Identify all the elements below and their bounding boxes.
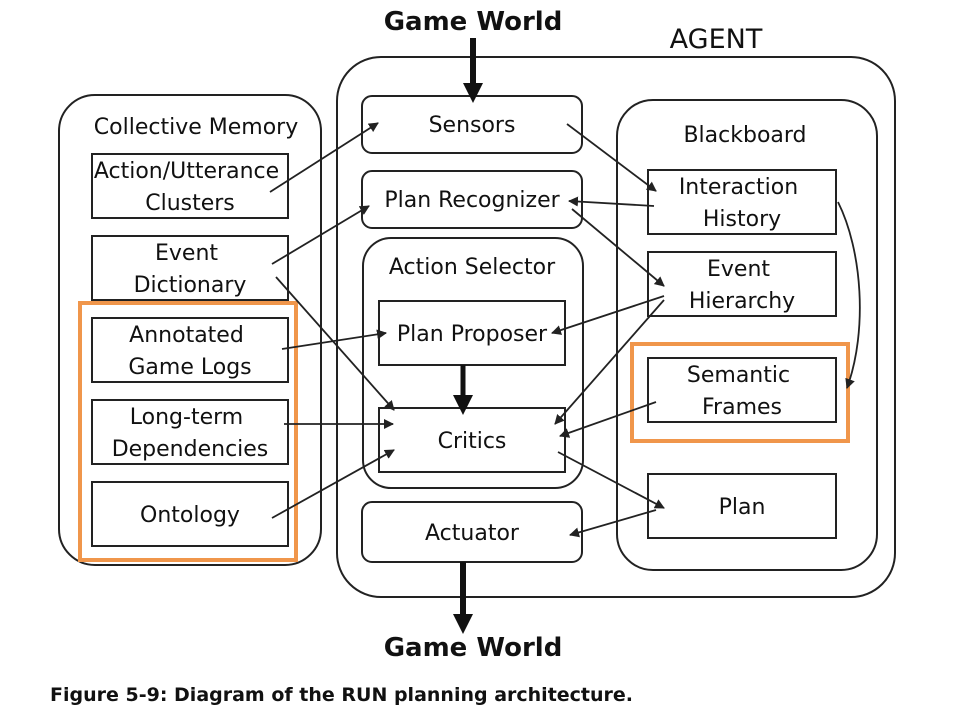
arrow-interaction-history-to-semantic-frames xyxy=(837,201,861,389)
action-selector-label: Action Selector xyxy=(389,255,556,280)
plan-recognizer-box xyxy=(361,170,583,229)
arrow-semantic-frames-to-critics xyxy=(559,401,657,438)
interaction-history-text: Interaction History xyxy=(679,175,805,232)
ontology-text: Ontology xyxy=(140,503,240,528)
arrow-critics-to-plan xyxy=(557,451,665,509)
collective-memory-label: Collective Memory xyxy=(94,115,298,140)
arrow-dictionary-to-plan-recognizer xyxy=(271,205,370,265)
arrow-dictionary-to-critics xyxy=(275,276,395,411)
blackboard-group xyxy=(616,99,878,571)
arrow-ontology-to-critics xyxy=(271,449,395,519)
highlight-semantic-frame xyxy=(630,342,850,443)
plan-proposer-box xyxy=(378,300,566,366)
arrow-sensors-to-interaction-history xyxy=(566,123,657,192)
event-dictionary-box xyxy=(91,235,289,301)
sensors-text: Sensors xyxy=(429,113,516,138)
semantic-frames-box xyxy=(647,357,837,423)
long-term-dependencies-text: Long-term Dependencies xyxy=(112,405,269,462)
critics-box xyxy=(378,407,566,473)
connector-arrows xyxy=(269,122,861,538)
annotated-game-logs-box xyxy=(91,317,289,383)
event-hierarchy-box xyxy=(647,251,837,317)
architecture-diagram: AGENT Collective Memory Action Selector … xyxy=(58,7,896,663)
arrow-event-hierarchy-to-plan-proposer xyxy=(551,295,665,335)
interaction-history-box xyxy=(647,169,837,235)
ontology-box xyxy=(91,481,289,547)
plan-box xyxy=(647,473,837,539)
arrow-interaction-history-to-plan-recognizer xyxy=(568,196,655,207)
arrow-plan-to-actuator xyxy=(569,509,657,538)
arrow-plan-recognizer-to-event-hierarchy xyxy=(571,208,665,287)
game-world-bottom: Game World xyxy=(384,633,563,663)
actuator-text: Actuator xyxy=(425,521,520,546)
plan-proposer-text: Plan Proposer xyxy=(397,322,548,347)
blackboard-label: Blackboard xyxy=(683,123,806,148)
agent-group xyxy=(336,56,896,598)
arrow-event-hierarchy-to-critics xyxy=(554,299,665,425)
agent-label: AGENT xyxy=(670,24,763,55)
figure-caption: Figure 5-9: Diagram of the RUN planning … xyxy=(50,684,634,706)
event-dictionary-text: Event Dictionary xyxy=(134,241,247,298)
action-utterance-clusters-box xyxy=(91,153,289,219)
semantic-frames-text: Semantic Frames xyxy=(687,363,797,420)
highlight-memory-frame xyxy=(78,301,298,562)
arrow-clusters-to-sensors xyxy=(269,122,379,193)
arrow-logs-to-plan-proposer xyxy=(281,329,387,350)
action-utterance-clusters-text: Action/Utterance Clusters xyxy=(94,159,286,216)
game-world-top: Game World xyxy=(384,7,563,37)
annotated-game-logs-text: Annotated Game Logs xyxy=(128,323,251,380)
plan-text: Plan xyxy=(719,495,766,520)
long-term-dependencies-box xyxy=(91,399,289,465)
event-hierarchy-text: Event Hierarchy xyxy=(689,257,795,314)
collective-memory-group xyxy=(58,94,322,566)
action-selector-group xyxy=(362,237,584,489)
critics-text: Critics xyxy=(438,429,507,454)
plan-recognizer-text: Plan Recognizer xyxy=(384,188,560,213)
